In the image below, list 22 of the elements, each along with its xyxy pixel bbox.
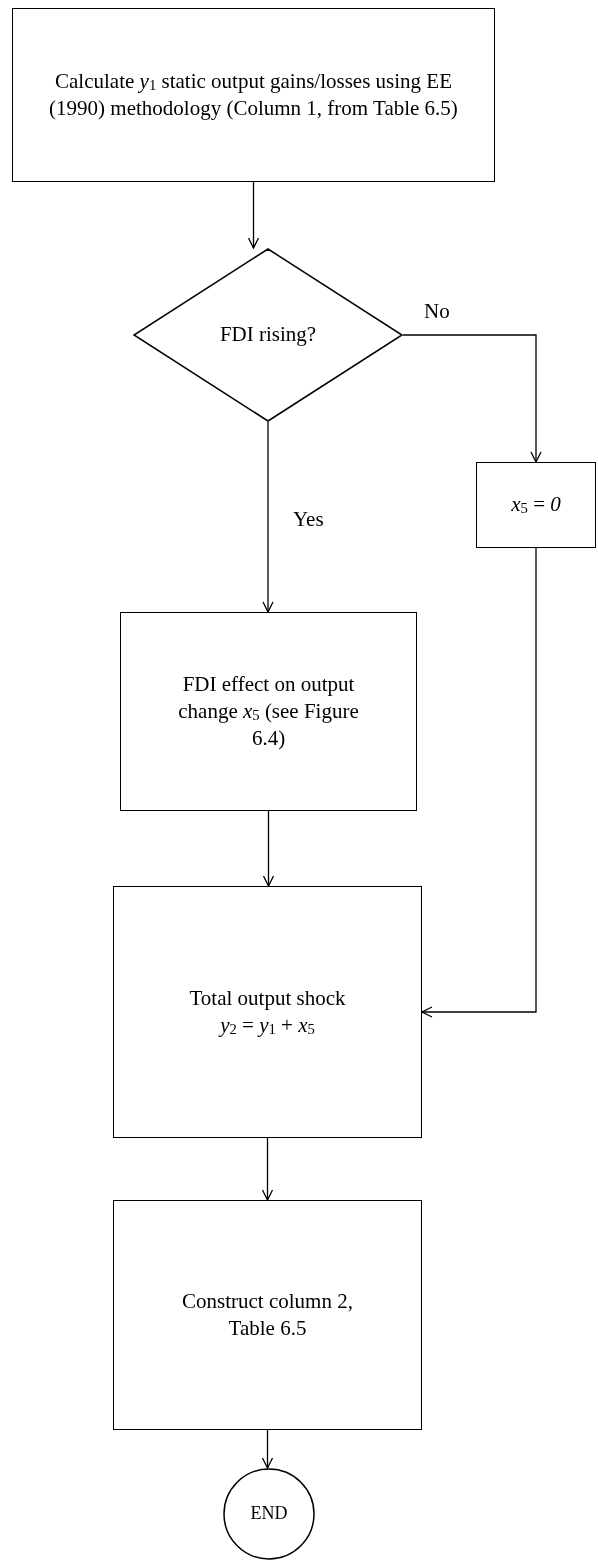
arrow xyxy=(261,1429,274,1469)
step-text: FDI effect on output change x$_{5}$ (see Figure 6.4) xyxy=(177,670,360,753)
step-text: Calculate y$_{1}$ static output gains/losses using EE (1990) methodology (Column 1, from Table 6.5) xyxy=(49,67,458,122)
arrow xyxy=(262,810,275,887)
process-box xyxy=(476,462,596,548)
process-box xyxy=(113,1200,422,1430)
step-text: END xyxy=(250,1502,288,1526)
decision-diamond xyxy=(133,248,403,422)
process-box xyxy=(12,8,495,182)
arrow xyxy=(421,547,537,1018)
step-text: FDI rising? xyxy=(219,321,317,349)
arrow xyxy=(402,334,542,463)
arrow xyxy=(262,421,274,613)
arrow xyxy=(247,181,260,249)
step-text: x$_{5}$ = 0 xyxy=(511,491,561,519)
formula-text: y$_{2}$ = y$_{1}$ + x$_{5}$ xyxy=(220,1012,315,1040)
process-box xyxy=(113,886,422,1138)
terminator-circle xyxy=(223,1468,315,1560)
step-text: Construct column 2, Table 6.5 xyxy=(181,1287,354,1342)
step-text: Total output shock xyxy=(189,984,346,1012)
arrow xyxy=(261,1137,274,1201)
process-box xyxy=(120,612,417,811)
